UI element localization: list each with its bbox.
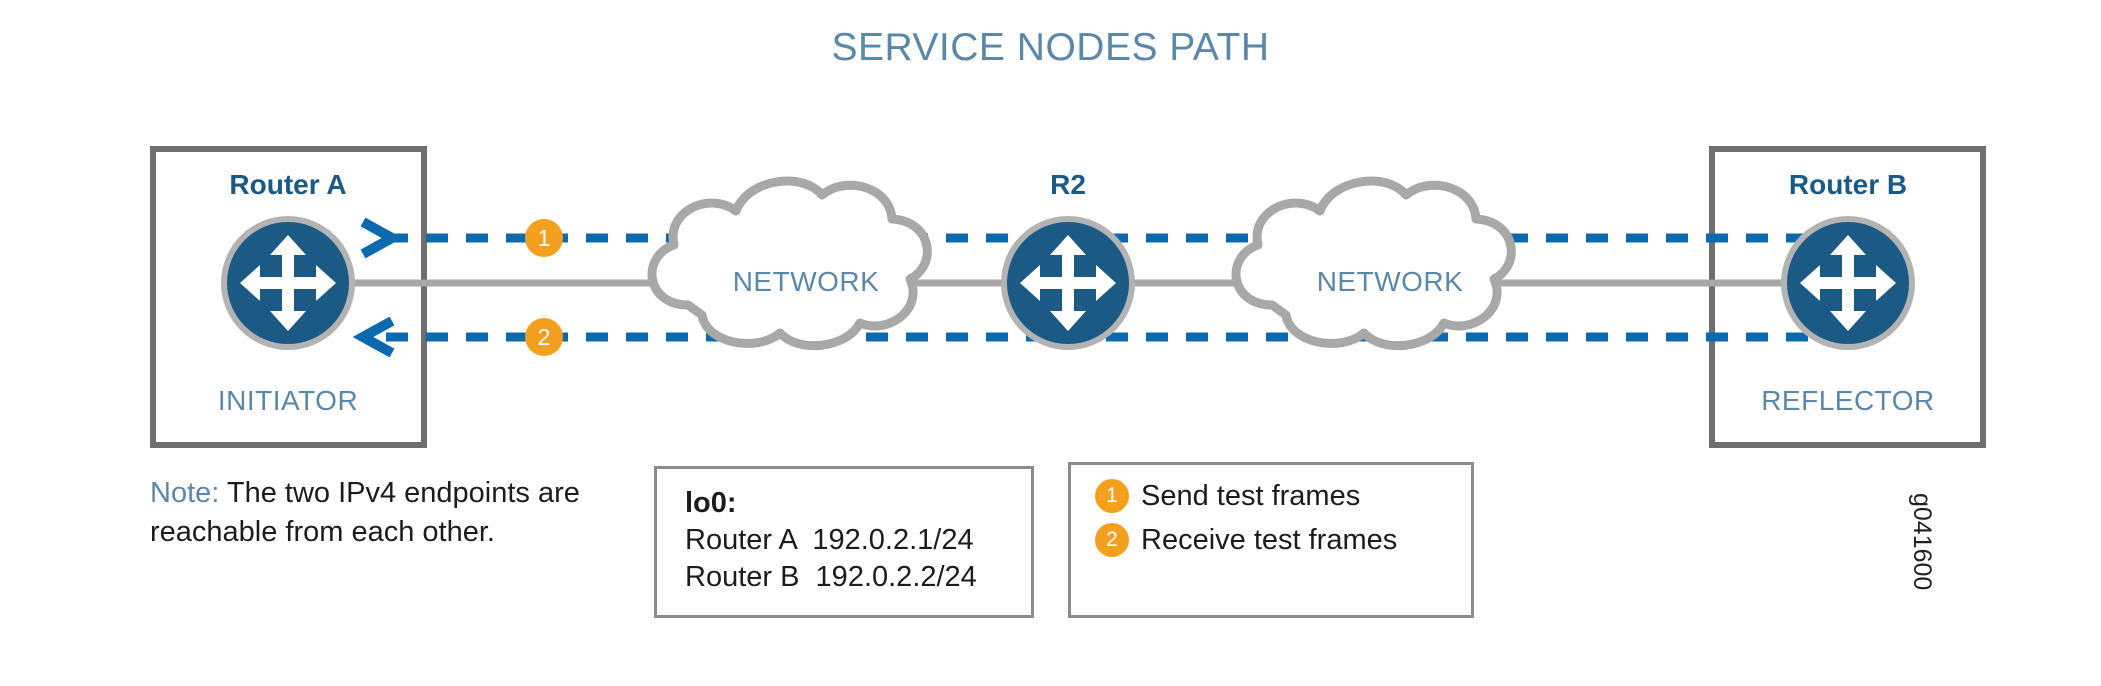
cloud-right-label: NETWORK [1316, 266, 1464, 297]
path-marker-1: 1 [525, 219, 563, 257]
lo0-row-router-a: Router A 192.0.2.1/24 [685, 524, 974, 557]
legend-badge-2: 2 [1095, 523, 1129, 557]
legend-item-receive: 2 Receive test frames [1095, 523, 1471, 557]
figure-id-watermark: g041600 [1908, 493, 1936, 591]
cloud-right-icon [1236, 181, 1511, 346]
router-r2-icon[interactable] [1001, 216, 1135, 350]
legend-item-send: 1 Send test frames [1095, 479, 1471, 513]
page-title: SERVICE NODES PATH [831, 26, 1270, 69]
legend-label-send: Send test frames [1141, 479, 1361, 512]
legend-badge-1: 1 [1095, 479, 1129, 513]
router-a-label: Router A [229, 169, 347, 200]
lo0-row-router-b: Router B 192.0.2.2/24 [685, 561, 977, 594]
legend-label-receive: Receive test frames [1141, 523, 1398, 556]
lo0-heading: lo0: [685, 487, 737, 519]
arrow-right-chevron-icon [360, 217, 403, 259]
note-body: The two IPv4 endpoints are reachable fro… [150, 477, 580, 548]
cloud-left-icon [652, 181, 927, 346]
arrow-left-chevron-icon [352, 316, 395, 358]
cloud-left-label: NETWORK [732, 266, 880, 297]
note-lead: Note: [150, 477, 220, 509]
note-text: Note: The two IPv4 endpoints are reachab… [150, 474, 650, 551]
router-b-label: Router B [1788, 169, 1908, 200]
router-a-role-label: INITIATOR [217, 385, 359, 416]
router-a-icon[interactable] [221, 216, 355, 350]
path-marker-2: 2 [525, 318, 563, 356]
router-b-icon[interactable] [1781, 216, 1915, 350]
legend-panel: 1 Send test frames 2 Receive test frames [1068, 462, 1474, 618]
lo0-panel: lo0: Router A 192.0.2.1/24 Router B 192.… [654, 466, 1034, 618]
router-r2-label: R2 [1050, 169, 1086, 200]
router-b-role-label: REFLECTOR [1761, 385, 1935, 416]
